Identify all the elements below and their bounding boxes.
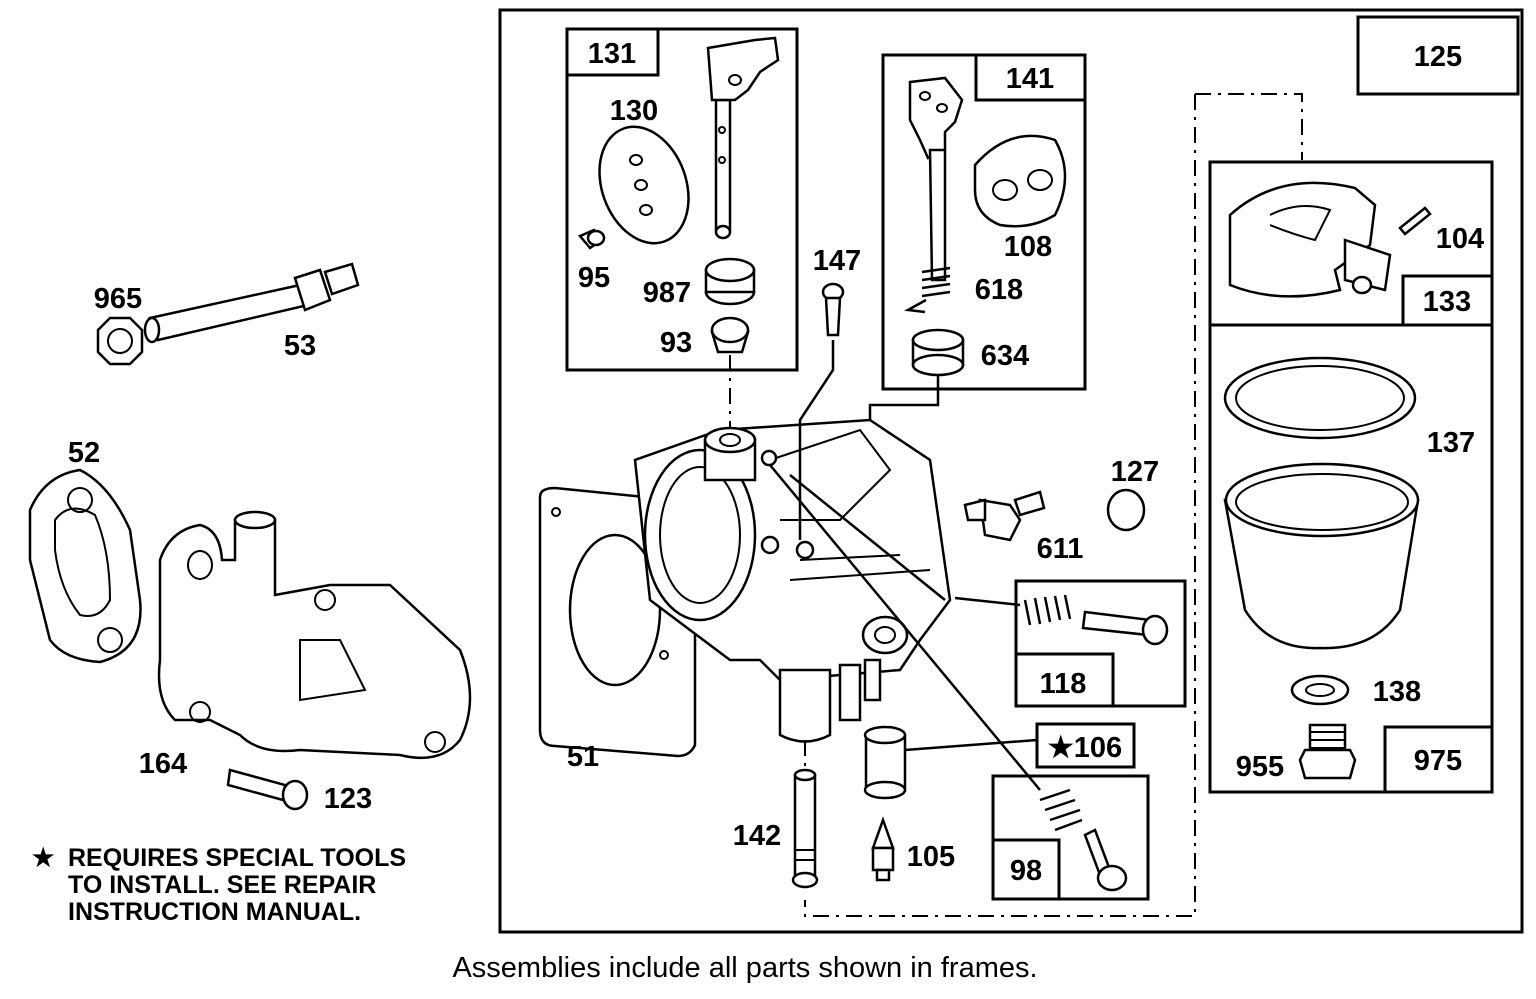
label-987: 987 (643, 277, 691, 309)
label-142: 142 (733, 820, 781, 852)
frame-98-label: 98 (1010, 855, 1042, 887)
label-138: 138 (1373, 676, 1421, 708)
frame-125-label: 125 (1414, 41, 1462, 73)
bowl-gasket (1223, 356, 1417, 440)
frame-131-label: 131 (588, 38, 636, 70)
label-164: 164 (139, 748, 187, 780)
seat-106 (863, 725, 907, 800)
spring-618 (904, 266, 951, 314)
part-labels: 965 53 52 164 123 51 130 95 987 93 147 1… (68, 95, 1484, 873)
label-955: 955 (1236, 751, 1284, 783)
frame-98: 98 (991, 774, 1150, 901)
float-bowl (1223, 462, 1420, 650)
nut-965 (96, 316, 144, 366)
label-618: 618 (975, 274, 1023, 306)
note-line-1: REQUIRES SPECIAL TOOLS (68, 844, 406, 872)
leader-634 (868, 375, 940, 430)
leader-106 (904, 738, 1038, 752)
leader-147 (798, 340, 835, 540)
frame-118-label: 118 (1040, 668, 1087, 700)
caption: Assemblies include all parts shown in fr… (452, 952, 1037, 984)
choke-plate (598, 125, 690, 245)
main-frame (498, 8, 1524, 934)
float-pin (1398, 206, 1432, 236)
frame-141-label: 141 (1006, 63, 1054, 95)
mixture-screw-98 (1039, 788, 1128, 892)
bolt-123 (226, 768, 309, 811)
leader-118 (954, 596, 1021, 607)
label-137: 137 (1427, 427, 1475, 459)
frame-106-label: ★106 (1048, 732, 1122, 764)
frame-141: 141 (881, 53, 1087, 391)
throttle-plate (973, 134, 1067, 228)
emulsion-tube-142 (791, 768, 819, 889)
leader-125 (1195, 93, 1303, 160)
label-105: 105 (907, 841, 955, 873)
label-965: 965 (94, 283, 142, 315)
carburetor-body (538, 418, 952, 758)
frame-118: 118 (1014, 579, 1187, 708)
label-611: 611 (1037, 533, 1084, 565)
note-star: ★ (32, 844, 55, 872)
label-95: 95 (578, 262, 610, 294)
special-tools-note: ★ REQUIRES SPECIAL TOOLS TO INSTALL. SEE… (32, 844, 406, 926)
label-52: 52 (68, 437, 100, 469)
label-147: 147 (813, 245, 861, 277)
plug-127 (1106, 488, 1146, 532)
float (1228, 181, 1392, 298)
leader-125-bottom (804, 94, 1196, 917)
seal-987 (704, 257, 756, 306)
intake-164 (157, 510, 472, 760)
frame-106: ★106 (1035, 722, 1136, 769)
label-130: 130 (610, 95, 658, 127)
label-127: 127 (1111, 456, 1159, 488)
label-123: 123 (324, 783, 372, 815)
frame-bowl-group: 133 975 (1208, 160, 1494, 794)
shaft-53 (143, 262, 360, 344)
frame-131: 131 (565, 27, 799, 372)
note-line-2: TO INSTALL. SEE REPAIR (68, 871, 376, 899)
choke-shaft (706, 36, 780, 240)
label-108: 108 (1004, 231, 1052, 263)
screw-95 (577, 228, 606, 250)
label-51: 51 (567, 741, 599, 773)
leader-98 (769, 464, 1041, 791)
cap-93 (710, 316, 750, 354)
washer-138 (1290, 674, 1350, 706)
note-line-3: INSTRUCTION MANUAL. (68, 898, 361, 926)
label-634: 634 (981, 340, 1029, 372)
bushing-634 (911, 328, 965, 377)
leader-body (789, 474, 946, 601)
frame-133-label: 133 (1423, 286, 1471, 318)
frame-125: 125 (1356, 15, 1520, 96)
elbow-611 (963, 490, 1046, 542)
label-104: 104 (1436, 223, 1484, 255)
idle-screw-118 (1023, 594, 1169, 646)
throttle-shaft (908, 76, 964, 282)
needle-105 (871, 816, 895, 882)
screw-147 (821, 282, 845, 337)
label-93: 93 (660, 327, 692, 359)
frame-975-label: 975 (1414, 745, 1462, 777)
bowl-bolt-955 (1298, 723, 1357, 780)
label-53: 53 (284, 330, 316, 362)
gasket-52 (28, 468, 142, 664)
